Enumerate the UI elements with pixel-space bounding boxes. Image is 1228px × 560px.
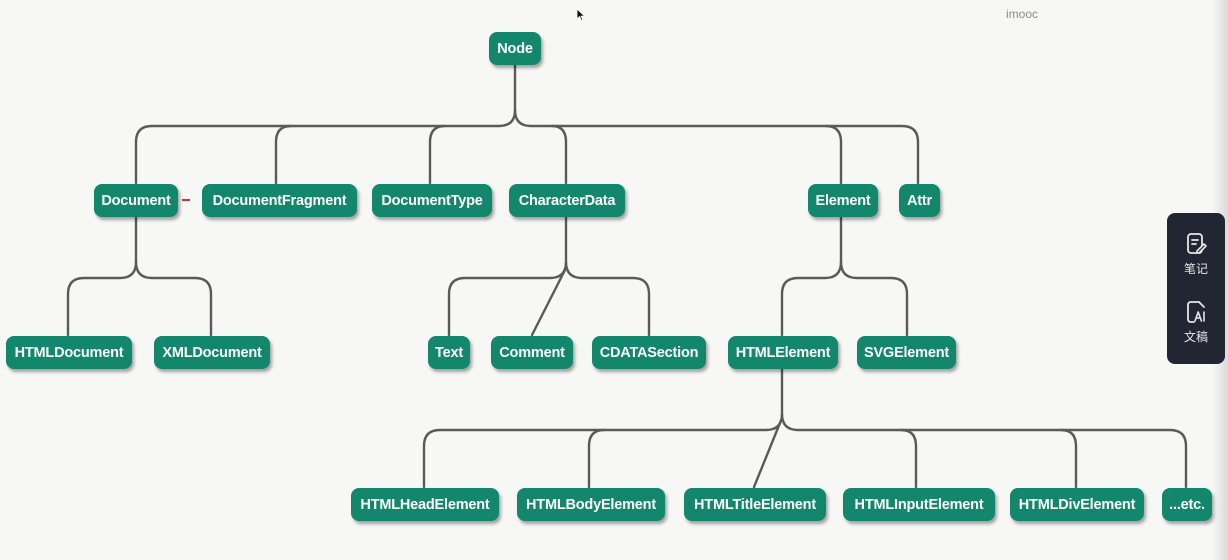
connector-node-attr [824,124,920,185]
node-attr: Attr [899,184,940,217]
connector-htmlelement-head [422,368,784,489]
node-node: Node [489,32,541,65]
connector-node-document [134,64,517,185]
node-comment: Comment [491,336,573,369]
node-element: Element [808,184,878,217]
manuscript-button[interactable]: 文稿 [1184,300,1208,345]
connector-document-htmldocument [66,216,138,337]
connector-node-characterdata [513,108,568,185]
connector-htmlelement-input-drop [899,428,918,489]
notes-label: 笔记 [1183,262,1208,277]
node-htmldivelement: HTMLDivElement [1010,488,1144,521]
node-htmldocument: HTMLDocument [6,336,132,369]
connector-document-xmldocument [134,260,213,337]
ai-document-icon [1187,300,1205,323]
node-characterdata: CharacterData [509,184,625,217]
connector-element-svgelement [839,260,909,337]
node-etc: ...etc. [1162,488,1212,521]
connector-htmlelement-div [1059,428,1078,489]
notes-button[interactable]: 笔记 [1184,232,1208,277]
mouse-cursor-icon [576,8,586,22]
connector-node-documentfragment [274,124,293,185]
connector-characterdata-text [447,216,568,337]
node-htmlheadelement: HTMLHeadElement [351,488,499,521]
node-svgelement: SVGElement [857,336,956,369]
node-cdatasection: CDATASection [592,336,706,369]
node-htmlbodyelement: HTMLBodyElement [517,488,665,521]
red-dash-mark [182,199,190,201]
node-text: Text [428,336,470,369]
node-htmlelement: HTMLElement [728,336,838,369]
connector-characterdata-comment [530,266,568,337]
connector-htmlelement-title [752,416,784,489]
node-document: Document [94,184,178,217]
connector-node-documenttype [428,124,447,185]
connector-element-htmlelement [780,216,843,337]
side-panel: 笔记 文稿 [1167,213,1225,364]
connector-htmlelement-input [780,412,1188,489]
note-edit-icon [1187,233,1207,255]
node-xmldocument: XMLDocument [154,336,270,369]
node-htmlinputelement: HTMLInputElement [843,488,995,521]
node-htmltitleelement: HTMLTitleElement [684,488,826,521]
manuscript-label: 文稿 [1183,329,1208,344]
connector-node-element [550,124,843,185]
node-documenttype: DocumentType [372,184,492,217]
imooc-watermark: imooc [1006,7,1039,21]
connector-htmlelement-body [587,428,606,489]
connector-characterdata-cdatasection [564,260,651,337]
node-documentfragment: DocumentFragment [202,184,357,217]
